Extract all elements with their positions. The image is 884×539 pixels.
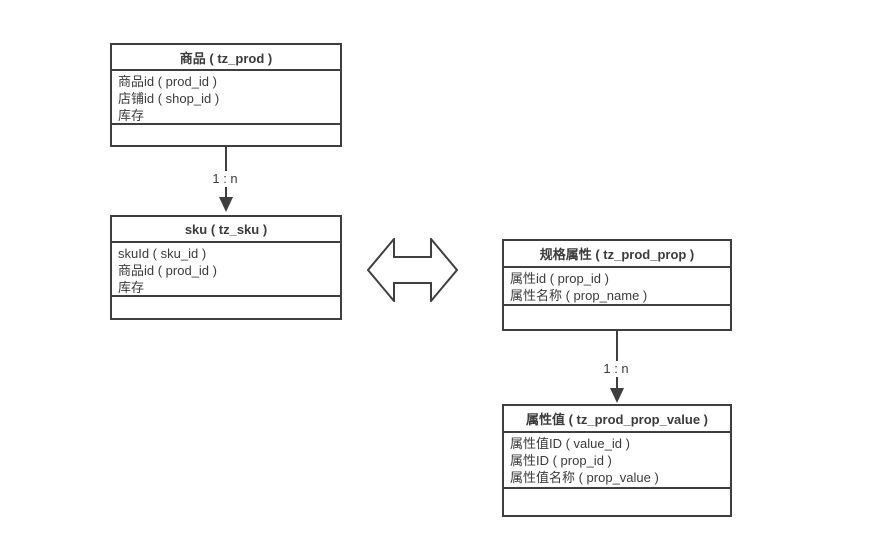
table-fields-prod-prop-value: 属性值ID ( value_id ) 属性ID ( prop_id ) 属性值名… [504,433,730,489]
table-fields-prod-prop: 属性id ( prop_id ) 属性名称 ( prop_name ) [504,268,730,306]
table-empty-section [112,125,340,145]
table-field: 商品id ( prod_id ) [118,74,217,89]
table-title-sku: sku ( tz_sku ) [112,217,340,243]
table-field: 属性ID ( prop_id ) [510,453,612,468]
table-empty-section [504,489,730,515]
table-field: skuId ( sku_id ) [118,246,207,261]
table-field: 属性id ( prop_id ) [510,271,609,286]
table-empty-section [112,297,340,318]
entity-table-sku: sku ( tz_sku ) skuId ( sku_id ) 商品id ( p… [110,215,342,320]
bidirectional-arrow-icon [367,238,458,302]
cardinality-label-prod-sku: 1 : n [209,171,241,187]
table-field: 店铺id ( shop_id ) [118,91,220,106]
table-title-prod: 商品 ( tz_prod ) [112,45,340,71]
table-field: 属性名称 ( prop_name ) [510,288,648,303]
table-field: 库存 [118,108,145,123]
entity-table-prod: 商品 ( tz_prod ) 商品id ( prod_id ) 店铺id ( s… [110,43,342,147]
cardinality-label-prop-value: 1 : n [600,361,632,377]
table-fields-sku: skuId ( sku_id ) 商品id ( prod_id ) 库存 [112,243,340,297]
entity-table-prod-prop: 规格属性 ( tz_prod_prop ) 属性id ( prop_id ) 属… [502,239,732,331]
relation-line-prop-value [616,331,618,389]
table-field: 属性值名称 ( prop_value ) [510,470,659,485]
table-empty-section [504,306,730,329]
table-field: 商品id ( prod_id ) [118,263,217,278]
table-title-prod-prop: 规格属性 ( tz_prod_prop ) [504,241,730,268]
table-field: 库存 [118,280,145,295]
arrowhead-down-icon [219,197,233,212]
table-fields-prod: 商品id ( prod_id ) 店铺id ( shop_id ) 库存 [112,71,340,125]
table-title-prod-prop-value: 属性值 ( tz_prod_prop_value ) [504,406,730,433]
arrowhead-down-icon [610,388,624,403]
table-field: 属性值ID ( value_id ) [510,436,630,451]
entity-table-prod-prop-value: 属性值 ( tz_prod_prop_value ) 属性值ID ( value… [502,404,732,517]
